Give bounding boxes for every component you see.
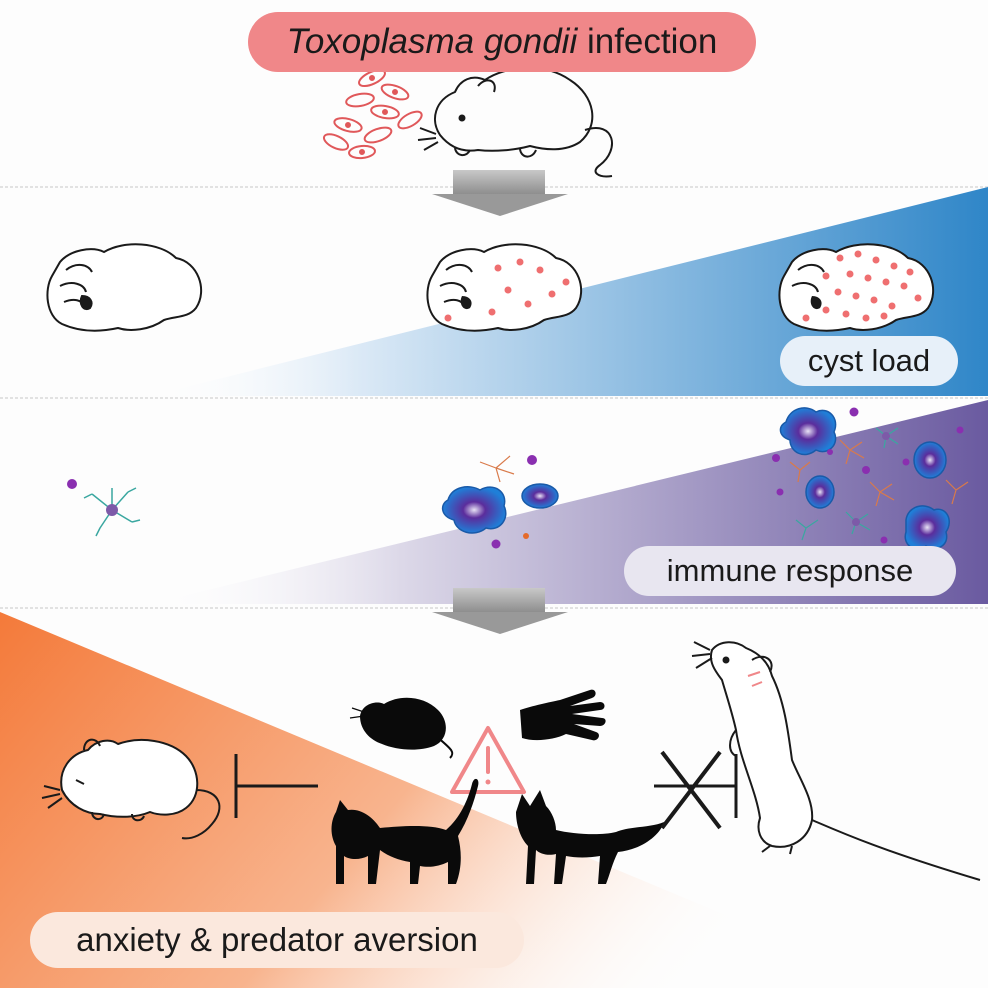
microglia-resting-icon [67, 479, 141, 537]
parasite-cluster-icon [322, 68, 423, 160]
inhibition-symbol [234, 754, 318, 818]
hand-silhouette-icon [520, 689, 606, 741]
mouse-outline-icon [417, 67, 613, 178]
down-arrow-icon [432, 170, 568, 216]
anxiety-label: anxiety & predator aversion [30, 912, 524, 968]
warning-icon [450, 726, 526, 794]
blocked-inhibition-symbol [654, 750, 738, 830]
brain-uninfected-icon [46, 243, 203, 332]
fox-silhouette-icon [516, 790, 664, 884]
down-arrow-icon [432, 588, 568, 634]
immune-response-label: immune response [624, 546, 956, 596]
title-suffix: infection [577, 22, 718, 61]
cat-silhouette-icon [331, 778, 479, 884]
cyst-load-label: cyst load [780, 336, 958, 386]
brain-high-cyst-icon [778, 243, 935, 332]
mouse-resting-icon [41, 738, 221, 840]
immune-cells-high-icon [772, 407, 969, 554]
behavior-wedge [0, 612, 900, 988]
mouse-rearing-icon [691, 641, 981, 881]
immune-cells-medium-icon [441, 455, 559, 549]
title-banner: Toxoplasma gondii infection [248, 12, 756, 72]
brain-medium-cyst-icon [426, 243, 583, 332]
pathogen-name: Toxoplasma gondii [286, 22, 578, 61]
rat-silhouette-icon [349, 697, 454, 759]
